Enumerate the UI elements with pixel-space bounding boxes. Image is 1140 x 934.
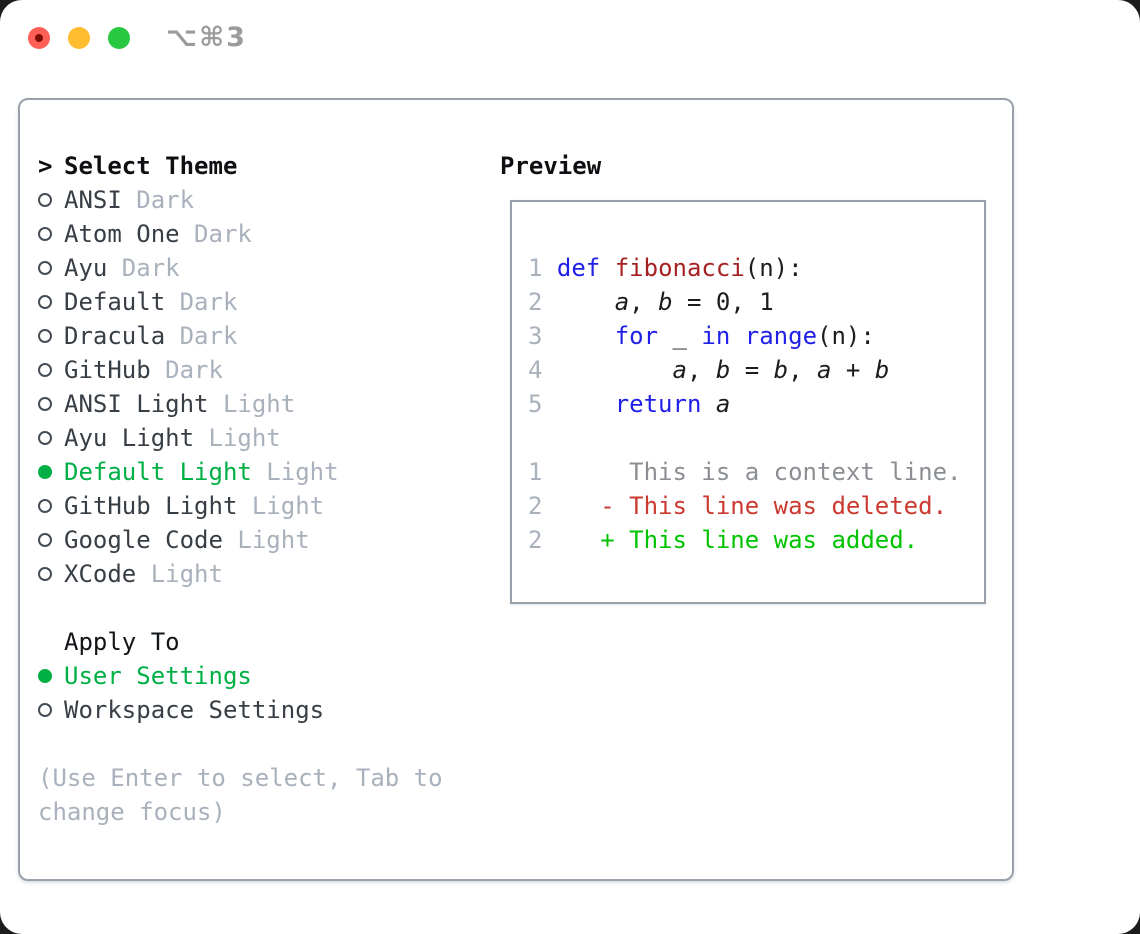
code-line (528, 421, 984, 455)
radio-icon (38, 329, 52, 343)
variant-badge: Light (222, 526, 310, 554)
theme-option-label: Default (64, 288, 166, 316)
variant-badge: Dark (165, 288, 238, 316)
radio-icon (38, 363, 52, 377)
theme-option[interactable]: XCode Light (38, 557, 443, 591)
zoom-button[interactable] (108, 27, 130, 49)
radio-icon (38, 227, 52, 241)
theme-option[interactable]: GitHub Dark (38, 353, 443, 387)
radio-icon (38, 295, 52, 309)
preview-title: Preview (500, 152, 602, 180)
variant-badge: Dark (107, 254, 180, 282)
theme-option[interactable]: ANSI Dark (38, 183, 443, 217)
theme-option-label: Google Code (64, 526, 223, 554)
apply-option-label: User Settings (64, 662, 252, 690)
theme-option[interactable]: GitHub Light Light (38, 489, 443, 523)
code-line: 1 def fibonacci(n): (528, 254, 803, 282)
theme-option-label: XCode (64, 560, 137, 588)
preview-code: 1 def fibonacci(n): 2 a, b = 0, 1 3 for _ … (528, 251, 984, 557)
theme-option[interactable]: Dracula Dark (38, 319, 443, 353)
radio-selected-icon (38, 669, 52, 683)
help-text-line2: change focus) (38, 798, 226, 826)
theme-option-label: GitHub Light (64, 492, 238, 520)
apply-option[interactable]: User Settings (38, 659, 443, 693)
apply-to-title: Apply To (64, 628, 180, 656)
minimize-button[interactable] (68, 27, 90, 49)
select-theme-header: > Select Theme (38, 149, 443, 183)
theme-option-label: GitHub (64, 356, 151, 384)
radio-icon (38, 567, 52, 581)
theme-option-label: ANSI Light (64, 390, 209, 418)
apply-to-header: Apply To (38, 625, 443, 659)
radio-icon (38, 261, 52, 275)
variant-badge: Dark (150, 356, 223, 384)
variant-badge: Dark (179, 220, 252, 248)
variant-badge: Light (251, 458, 339, 486)
theme-option[interactable]: Default Light Light (38, 455, 443, 489)
radio-icon (38, 431, 52, 445)
theme-option-label: Atom One (64, 220, 180, 248)
radio-selected-icon (38, 465, 52, 479)
apply-option[interactable]: Workspace Settings (38, 693, 443, 727)
theme-option[interactable]: Default Dark (38, 285, 443, 319)
theme-option[interactable]: Google Code Light (38, 523, 443, 557)
select-theme-title: Select Theme (64, 152, 238, 180)
theme-option-label: Ayu (64, 254, 108, 282)
unsaved-changes-dot-icon (35, 34, 43, 42)
close-button[interactable] (28, 27, 50, 49)
theme-option-label: Default Light (64, 458, 252, 486)
theme-option-label: Dracula (64, 322, 166, 350)
theme-option-label: ANSI (64, 186, 122, 214)
spacer (38, 591, 443, 625)
theme-option[interactable]: Ayu Dark (38, 251, 443, 285)
code-line: 3 for _ in range(n): (528, 322, 875, 350)
variant-badge: Light (237, 492, 325, 520)
apply-option-label: Workspace Settings (64, 696, 325, 724)
preview-box: 1 def fibonacci(n): 2 a, b = 0, 1 3 for _ … (510, 200, 986, 604)
code-line: 2 - This line was deleted. (528, 492, 948, 520)
theme-option[interactable]: ANSI Light Light (38, 387, 443, 421)
code-line: 4 a, b = b, a + b (528, 356, 890, 384)
radio-icon (38, 499, 52, 513)
spacer (38, 727, 443, 761)
window-title-shortcut: ⌥⌘3 (166, 22, 247, 53)
variant-badge: Dark (121, 186, 195, 214)
theme-option[interactable]: Atom One Dark (38, 217, 443, 251)
radio-icon (38, 397, 52, 411)
variant-badge: Light (194, 424, 281, 452)
radio-icon (38, 703, 52, 717)
code-line: 2 a, b = 0, 1 (528, 288, 774, 316)
code-line: 5 return a (528, 390, 731, 418)
variant-badge: Light (136, 560, 223, 588)
theme-option-label: Ayu Light (64, 424, 195, 452)
radio-icon (38, 193, 52, 207)
help-text-line1: (Use Enter to select, Tab to (38, 764, 443, 792)
variant-badge: Dark (165, 322, 238, 350)
radio-icon (38, 533, 52, 547)
code-line: 2 + This line was added. (528, 526, 919, 554)
variant-badge: Light (208, 390, 296, 418)
theme-option[interactable]: Ayu Light Light (38, 421, 443, 455)
prompt-caret-icon: > (38, 152, 53, 180)
code-line: 1 This is a context line. (528, 458, 962, 486)
